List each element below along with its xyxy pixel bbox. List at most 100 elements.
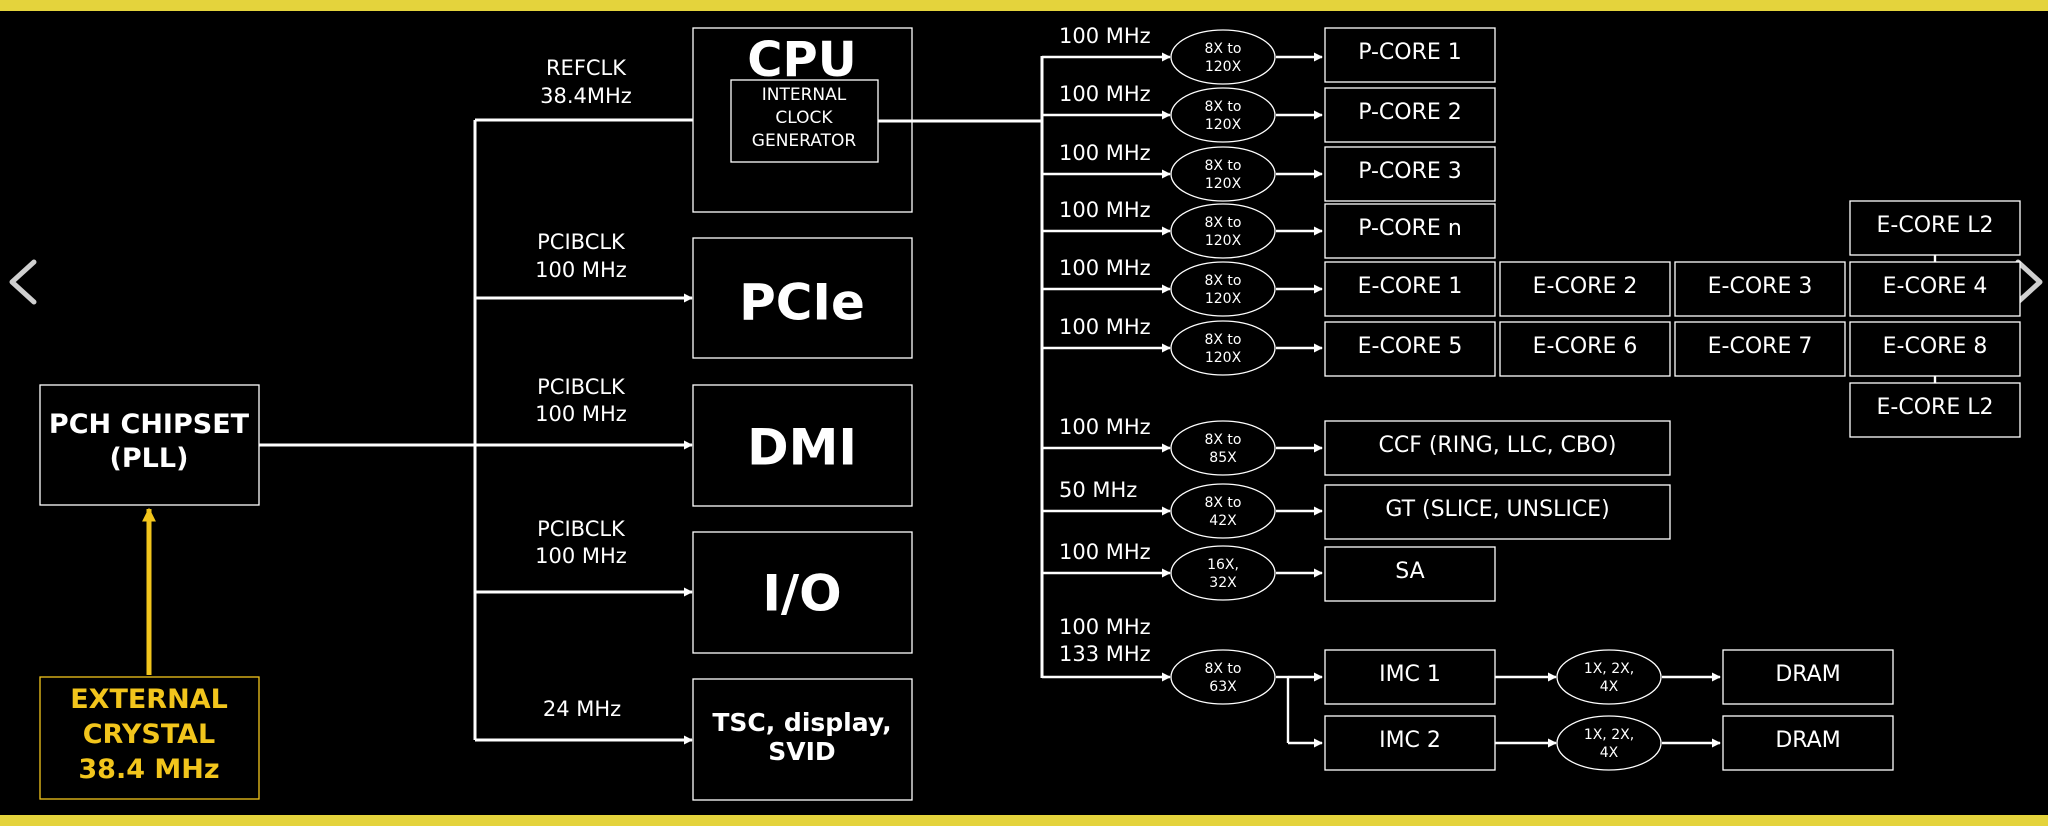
multiplier-imc [1170, 649, 1276, 705]
multiplier-e1-line-1: 8X to [1204, 273, 1241, 289]
pcie-title: PCIe [739, 274, 865, 332]
pch-line-1: PCH CHIPSET [49, 409, 250, 440]
sa-box: SA [1324, 546, 1496, 602]
p-core-2-label: P-CORE 2 [1358, 100, 1462, 125]
dram-1-label: DRAM [1775, 662, 1840, 687]
e-core-8-box: E-CORE 8 [1849, 321, 2021, 377]
row-ccf: 8X to 85X 100 MHz [1042, 415, 1276, 476]
e-core-7-label: E-CORE 7 [1708, 334, 1813, 359]
e-core-4-label: E-CORE 4 [1883, 274, 1988, 299]
multiplier-ccf [1170, 420, 1276, 476]
tsc-line-2: SVID [768, 737, 835, 766]
memory-multiplier-1-line-1: 1X, 2X, [1584, 661, 1634, 677]
memory-multiplier-2: 1X, 2X, 4X [1495, 715, 1721, 771]
multiplier-p2 [1170, 87, 1276, 143]
p-core-n-box: P-CORE n [1324, 203, 1496, 259]
multiplier-ccf-line-2: 85X [1209, 450, 1237, 466]
multiplier-gt-line-2: 42X [1209, 513, 1237, 529]
e-core-6-label: E-CORE 6 [1533, 334, 1638, 359]
row-ccf-freq: 100 MHz [1059, 415, 1151, 439]
crystal-line-3: 38.4 MHz [78, 754, 219, 785]
clock-gen-line-3: GENERATOR [752, 131, 857, 151]
gt-label: GT (SLICE, UNSLICE) [1385, 497, 1609, 522]
e-core-2-box: E-CORE 2 [1499, 261, 1671, 317]
bottom-accent-bar [0, 815, 2048, 826]
dmi-block: DMI [692, 384, 913, 507]
memory-multiplier-2-line-1: 1X, 2X, [1584, 727, 1634, 743]
multiplier-sa-line-1: 16X, [1207, 557, 1239, 573]
multiplier-pn [1170, 203, 1276, 259]
p-core-1-box: P-CORE 1 [1324, 27, 1496, 83]
crystal-line-1: EXTERNAL [70, 684, 228, 715]
pcie-clk-freq: 100 MHz [535, 258, 627, 282]
imc-1-box: IMC 1 [1324, 649, 1496, 705]
e-core-3-label: E-CORE 3 [1708, 274, 1813, 299]
io-title: I/O [762, 565, 841, 623]
p-core-n-label: P-CORE n [1358, 216, 1462, 241]
pcie-block: PCIe [692, 237, 913, 359]
multiplier-sa-line-2: 32X [1209, 575, 1237, 591]
e-core-1-label: E-CORE 1 [1358, 274, 1463, 299]
row-imc-freq-1: 100 MHz [1059, 615, 1151, 639]
e-core-8-label: E-CORE 8 [1883, 334, 1988, 359]
crystal-line-2: CRYSTAL [83, 719, 216, 750]
e-core-l2-bottom-box: E-CORE L2 [1849, 382, 2021, 438]
dram-2-box: DRAM [1722, 715, 1894, 771]
e-core-6-box: E-CORE 6 [1499, 321, 1671, 377]
multiplier-p3 [1170, 146, 1276, 202]
clock-gen-line-1: INTERNAL [762, 85, 847, 105]
dram-1-box: DRAM [1722, 649, 1894, 705]
pcie-clk-name: PCIBCLK [537, 230, 626, 254]
dmi-clk-freq: 100 MHz [535, 402, 627, 426]
e-core-2-label: E-CORE 2 [1533, 274, 1638, 299]
multiplier-e1 [1170, 261, 1276, 317]
clock-gen-line-2: CLOCK [775, 108, 833, 128]
e-core-1-box: E-CORE 1 [1324, 261, 1496, 317]
row-pn-freq: 100 MHz [1059, 198, 1151, 222]
dram-2-label: DRAM [1775, 728, 1840, 753]
e-core-7-box: E-CORE 7 [1674, 321, 1846, 377]
pch-chipset-box: PCH CHIPSET (PLL) [39, 384, 260, 506]
row-gt-freq: 50 MHz [1059, 478, 1137, 502]
multiplier-p1 [1170, 29, 1276, 85]
multiplier-imc-line-1: 8X to [1204, 661, 1241, 677]
memory-multiplier-2-line-2: 4X [1600, 745, 1619, 761]
p-core-3-label: P-CORE 3 [1358, 159, 1462, 184]
memory-multiplier-1-line-2: 4X [1600, 679, 1619, 695]
chevron-right-icon[interactable] [2015, 259, 2043, 305]
internal-clock-generator-box [730, 79, 879, 163]
dmi-clk-name: PCIBCLK [537, 375, 626, 399]
e-core-l2-bottom-label: E-CORE L2 [1877, 395, 1994, 420]
multiplier-ccf-line-1: 8X to [1204, 432, 1241, 448]
p-core-3-box: P-CORE 3 [1324, 146, 1496, 202]
chevron-left-icon[interactable] [9, 259, 37, 305]
multiplier-e2 [1170, 320, 1276, 376]
io-clk-name: PCIBCLK [537, 517, 626, 541]
e-core-4-box: E-CORE 4 [1849, 261, 2021, 317]
e-core-5-box: E-CORE 5 [1324, 321, 1496, 377]
io-block: I/O [692, 531, 913, 654]
tsc-clk-freq: 24 MHz [543, 697, 621, 721]
sa-label: SA [1395, 559, 1424, 584]
pch-line-2: (PLL) [110, 443, 189, 474]
multiplier-pn-line-1: 8X to [1204, 215, 1241, 231]
e-core-l2-top-box: E-CORE L2 [1849, 200, 2021, 256]
p-core-2-box: P-CORE 2 [1324, 87, 1496, 143]
cpu-block: CPU INTERNAL CLOCK GENERATOR [692, 27, 913, 213]
imc-2-label: IMC 2 [1379, 728, 1441, 753]
multiplier-p1-line-1: 8X to [1204, 41, 1241, 57]
tsc-display-svid-block: TSC, display, SVID [692, 678, 913, 801]
row-p3-freq: 100 MHz [1059, 141, 1151, 165]
imc-1-label: IMC 1 [1379, 662, 1441, 687]
